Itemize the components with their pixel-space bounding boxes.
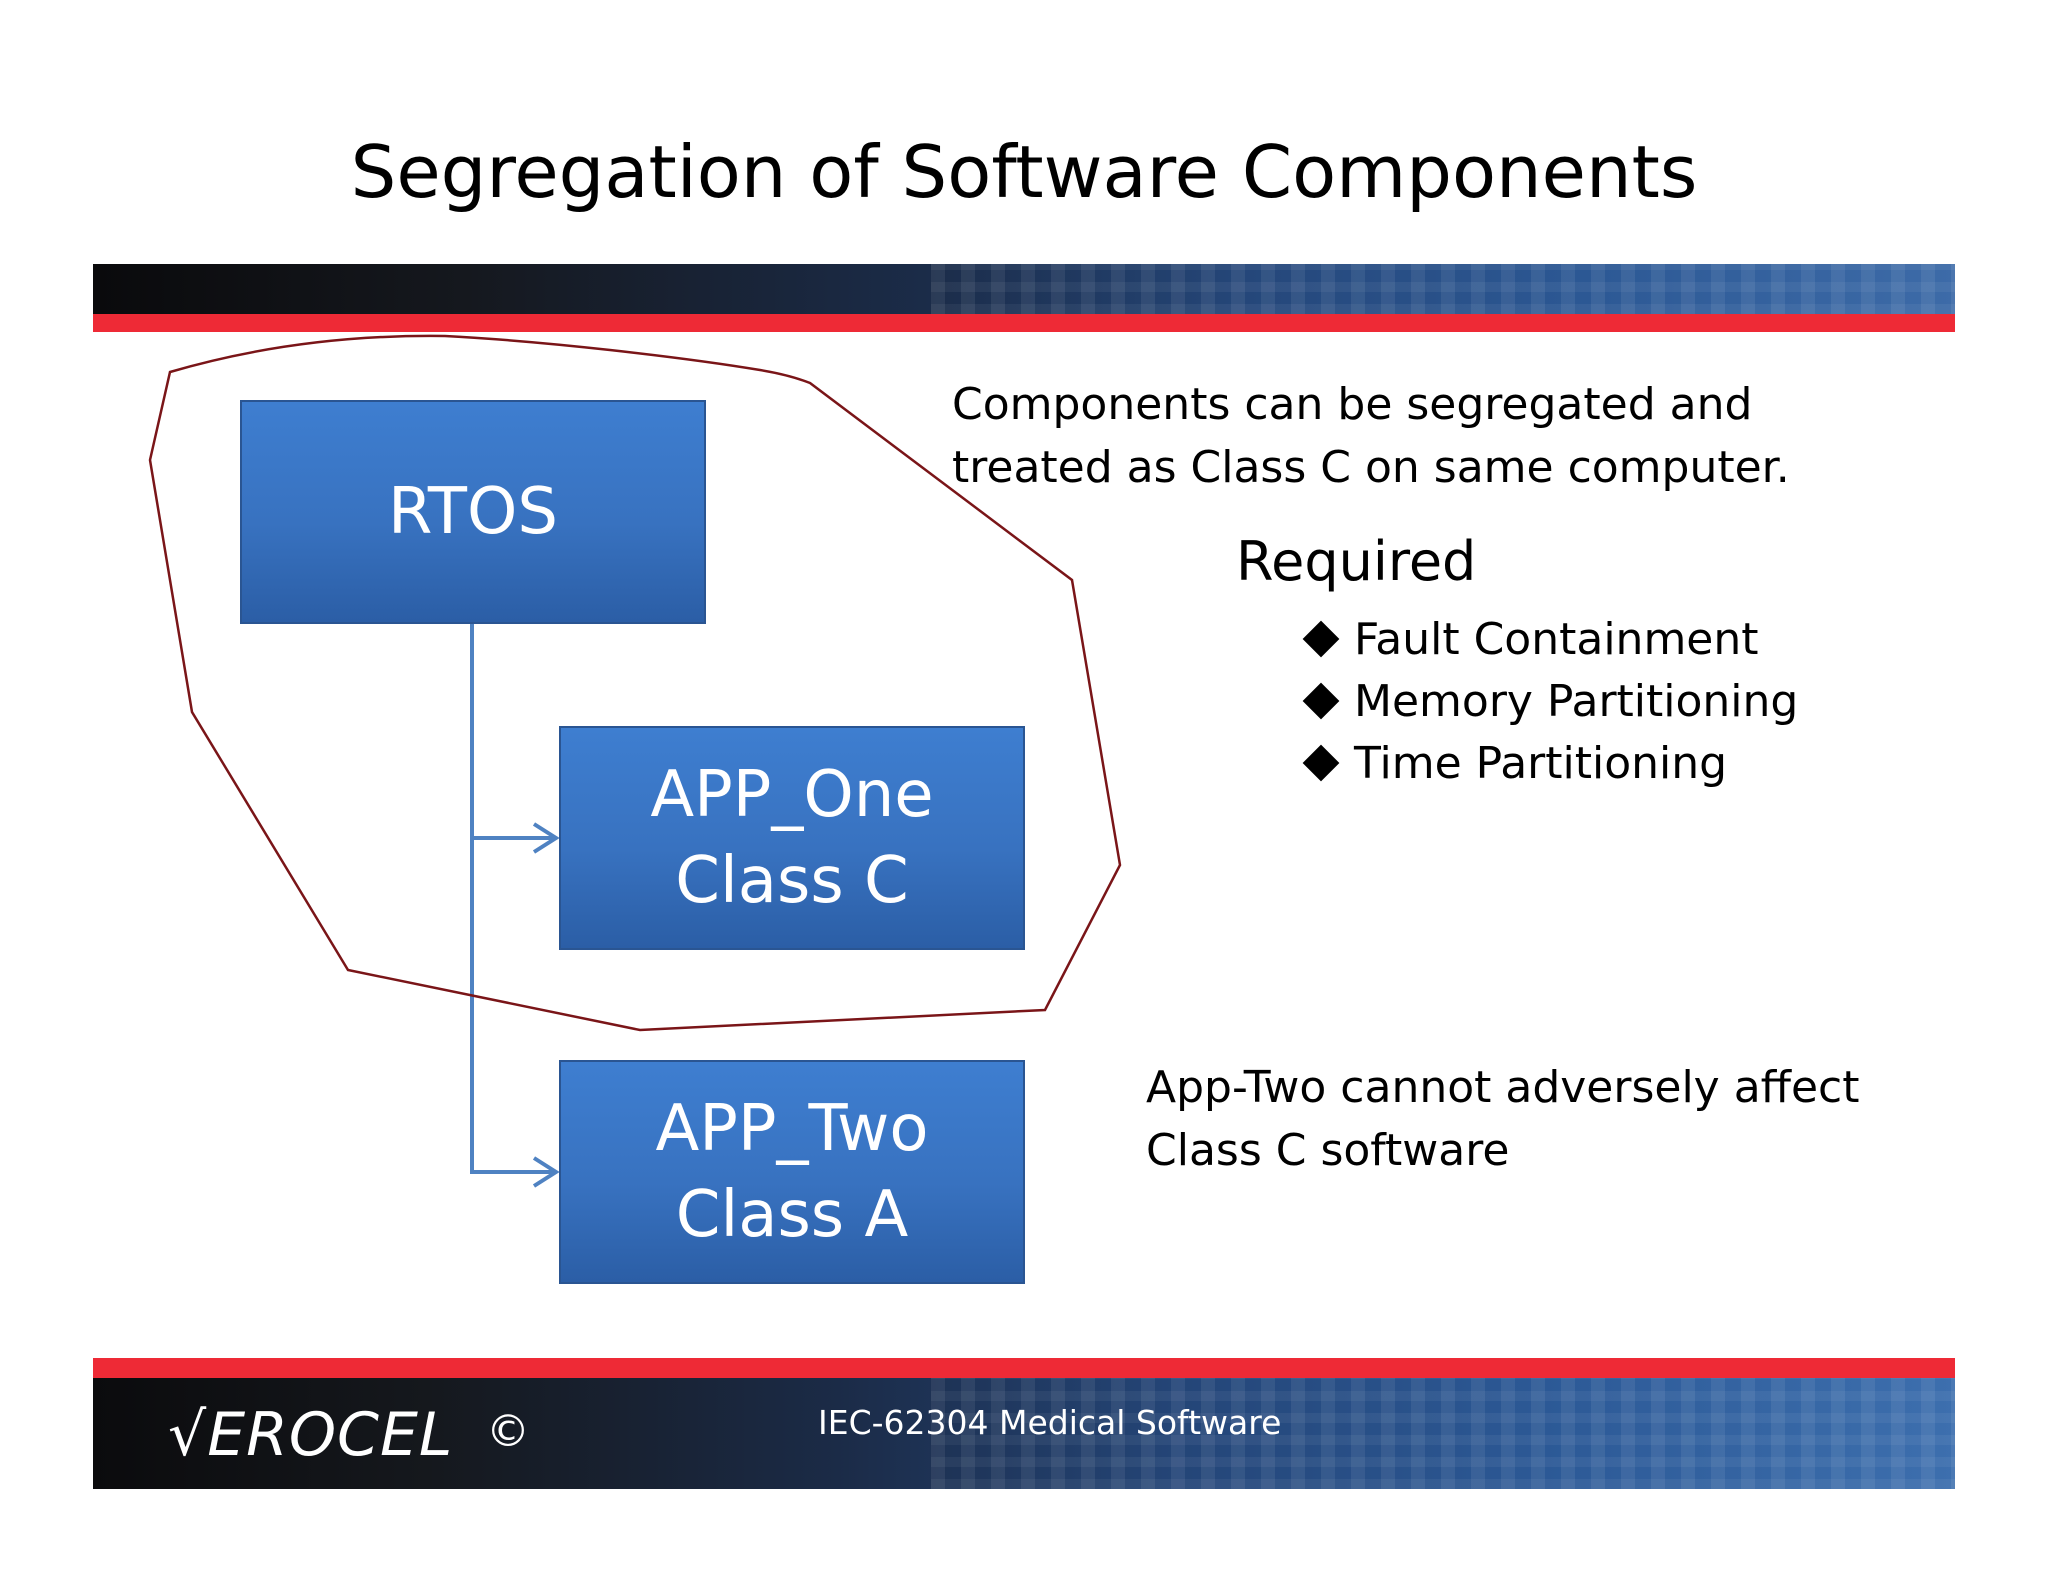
required-list: Fault Containment Memory Partitioning Ti… <box>1300 608 1798 794</box>
app-two-name: APP_Two <box>655 1092 929 1166</box>
header-red-stripe <box>93 314 1955 332</box>
segregation-note-line-1: Components can be segregated and <box>952 379 1753 430</box>
required-item-memory-partitioning: Memory Partitioning <box>1354 675 1799 727</box>
app-two-class: Class A <box>675 1178 909 1252</box>
app-one-class: Class C <box>675 844 909 918</box>
required-item-time-partitioning: Time Partitioning <box>1354 737 1728 789</box>
rtos-label: RTOS <box>388 475 558 549</box>
rtos-box: RTOS <box>240 400 706 624</box>
app-two-note-line-1: App-Two cannot adversely affect <box>1146 1062 1860 1113</box>
app-two-box: APP_Two Class A <box>559 1060 1025 1284</box>
diamond-bullet-icon <box>1302 682 1340 720</box>
diamond-bullet-icon <box>1302 620 1340 658</box>
segregation-note: Components can be segregated and treated… <box>952 373 1790 499</box>
footer-red-stripe <box>93 1358 1955 1378</box>
list-item: Time Partitioning <box>1300 732 1798 794</box>
copyright-symbol: © <box>486 1406 530 1457</box>
header-band <box>93 264 1955 314</box>
connector-lines <box>470 624 560 1188</box>
verocel-logo: √EROCEL <box>168 1400 454 1470</box>
app-two-note-line-2: Class C software <box>1146 1125 1510 1176</box>
diamond-bullet-icon <box>1302 744 1340 782</box>
list-item: Fault Containment <box>1300 608 1798 670</box>
app-one-name: APP_One <box>650 758 934 832</box>
segregation-outline <box>148 334 1122 1032</box>
required-heading: Required <box>1236 530 1477 593</box>
footer-caption: IEC-62304 Medical Software <box>818 1403 1282 1442</box>
list-item: Memory Partitioning <box>1300 670 1798 732</box>
slide-title: Segregation of Software Components <box>350 130 1698 214</box>
segregation-note-line-2: treated as Class C on same computer. <box>952 442 1790 493</box>
footer-band <box>93 1378 1955 1489</box>
required-item-fault-containment: Fault Containment <box>1354 613 1759 665</box>
app-one-box: APP_One Class C <box>559 726 1025 950</box>
app-two-note: App-Two cannot adversely affect Class C … <box>1146 1056 1860 1182</box>
